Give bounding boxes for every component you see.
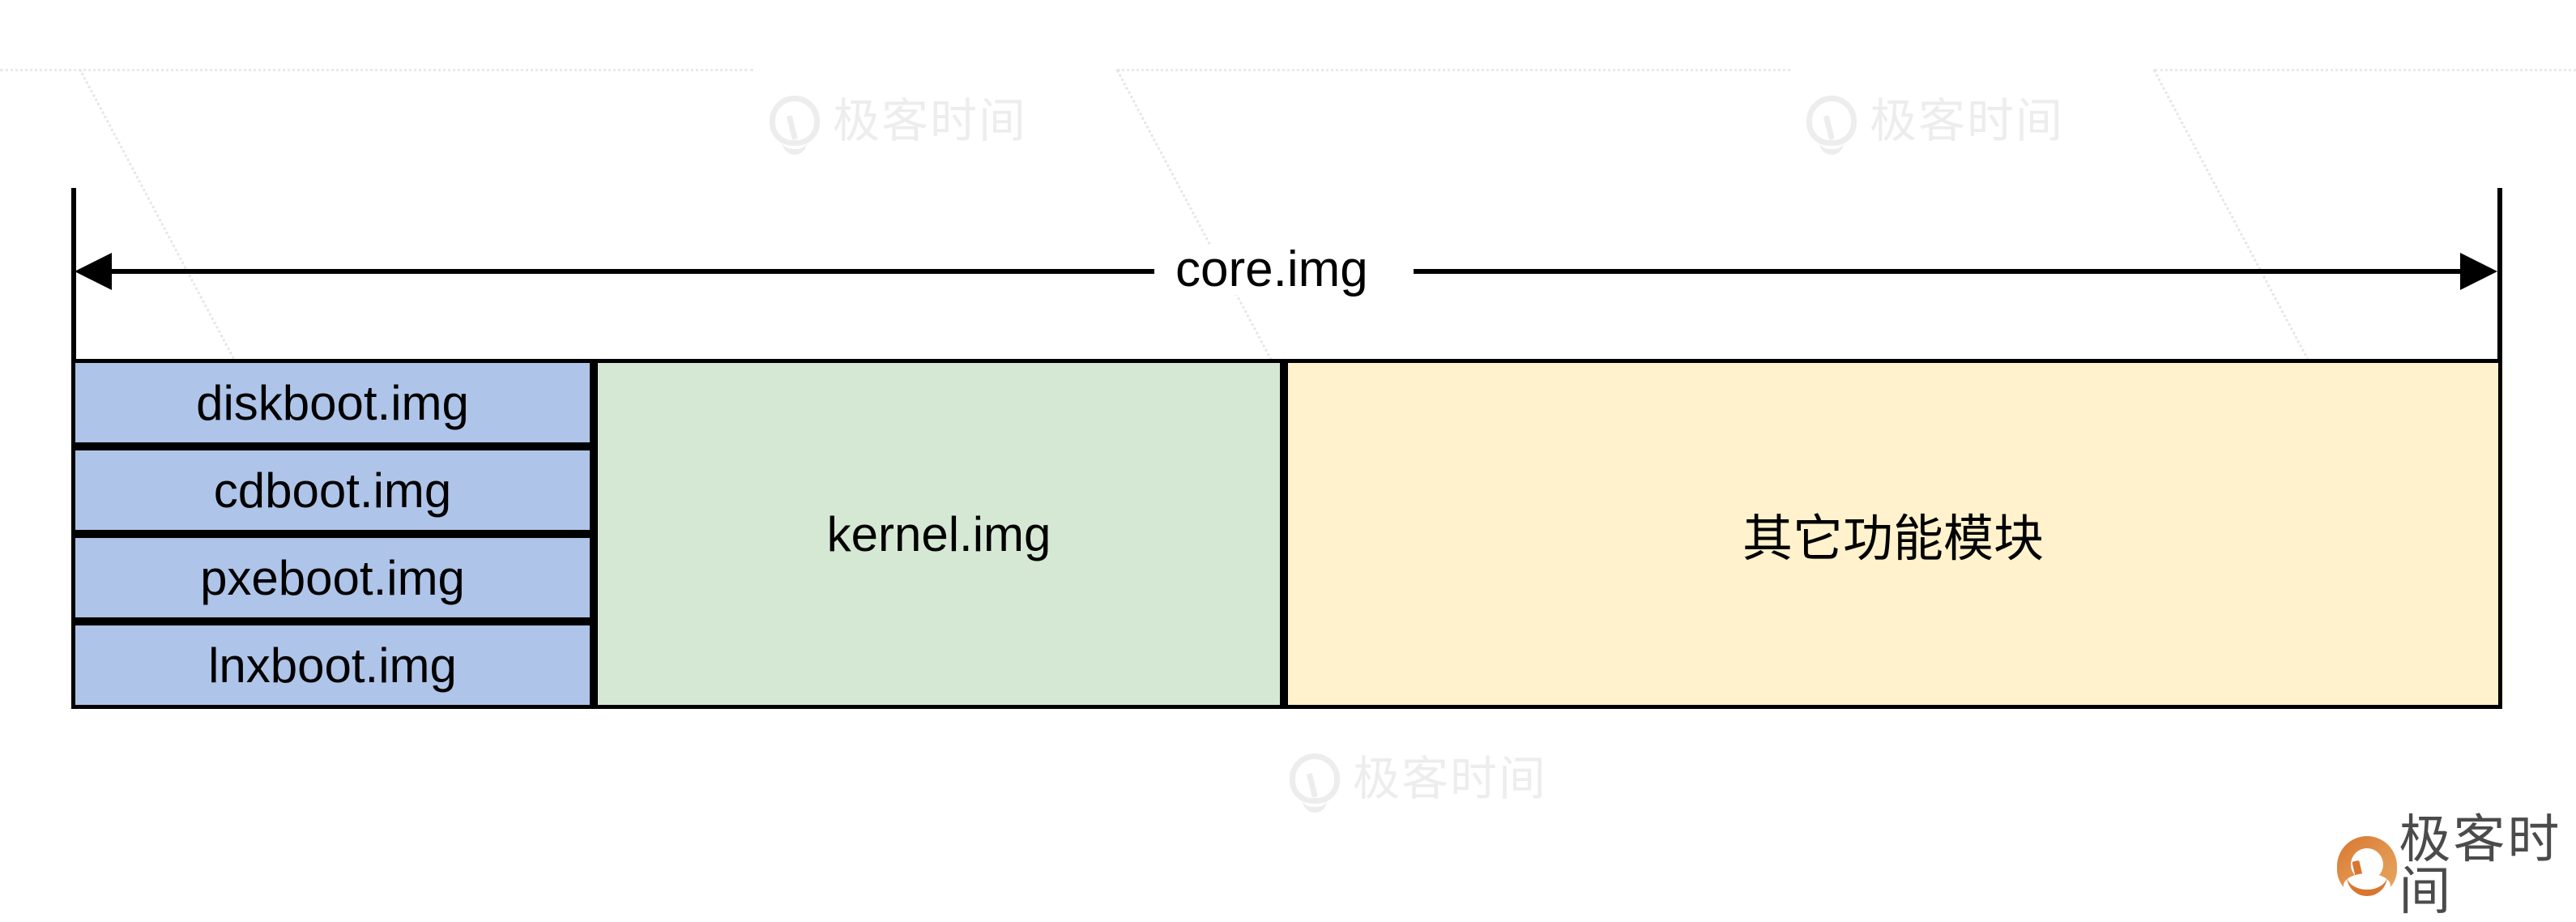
segment-diskboot[interactable]: diskboot.img [71,359,594,446]
diagram-canvas: 极客时间 极客时间 极客时间 core.img diskboot.img cdb… [0,69,2576,918]
geektime-bulb-icon [770,96,820,155]
watermark-top-left: 极客时间 [770,93,1028,155]
watermark-label: 极客时间 [1353,751,1548,806]
watermark-top-right: 极客时间 [1806,93,2065,155]
segment-label: cdboot.img [213,463,452,518]
segment-label: kernel.img [826,506,1051,561]
span-arrow-label: core.img [1154,245,1389,295]
geektime-bulb-icon [2337,836,2397,898]
segment-pxeboot[interactable]: pxeboot.img [71,534,594,621]
segment-cdboot[interactable]: cdboot.img [71,446,594,534]
segment-label: pxeboot.img [200,550,465,605]
arrow-head-left-icon [75,253,112,290]
guide-dotted-horizontal [0,69,753,71]
segment-label: lnxboot.img [208,638,457,693]
segment-label: 其它功能模块 [1742,509,2044,568]
span-arrow-line-left [107,269,1164,274]
span-arrow-line-right [1414,269,2462,274]
brand-logo: 极客时间 [2337,814,2576,918]
watermark-label: 极客时间 [1870,93,2065,148]
watermark-label: 极客时间 [833,93,1028,148]
guide-dotted-horizontal [1118,69,1790,71]
segment-label: diskboot.img [196,375,469,430]
geektime-bulb-icon [1806,96,1857,155]
segment-other-modules[interactable]: 其它功能模块 [1284,359,2502,709]
arrow-head-right-icon [2460,253,2497,290]
guide-dotted-horizontal [2155,69,2576,71]
watermark-bottom-center: 极客时间 [1290,751,1548,813]
brand-label: 极客时间 [2399,810,2562,922]
segment-kernel[interactable]: kernel.img [594,359,1284,709]
segment-lnxboot[interactable]: lnxboot.img [71,621,594,709]
geektime-bulb-icon [1290,753,1340,813]
